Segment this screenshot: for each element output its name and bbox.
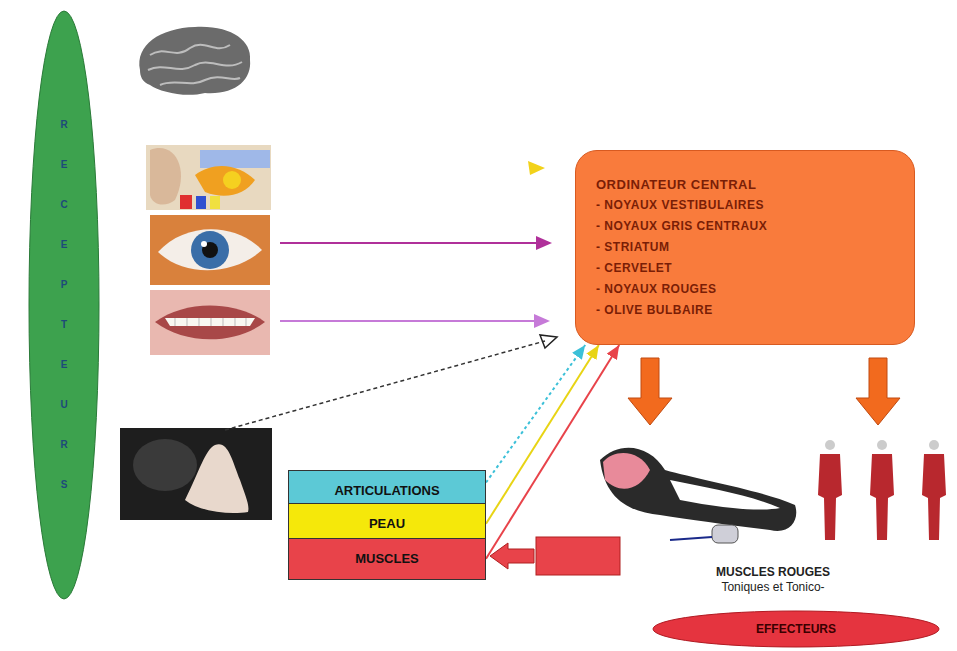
list-item: - OLIVE BULBAIRE bbox=[596, 300, 713, 321]
eye-illustration bbox=[150, 215, 270, 285]
list-item: - NOYAUX ROUGES bbox=[596, 279, 716, 300]
receptor-box: MUSCLES bbox=[288, 538, 486, 580]
caption-label: MUSCLES ROUGES bbox=[716, 565, 830, 579]
foot-illustration bbox=[120, 428, 272, 520]
effector-ellipse-shape bbox=[653, 611, 939, 647]
receptor-band-shape bbox=[29, 11, 99, 599]
body-figures bbox=[818, 440, 946, 540]
central-computer-box: ORDINATEUR CENTRAL- NOYAUX VESTIBULAIRES… bbox=[575, 150, 915, 345]
list-item: - NOYAUX VESTIBULAIRES bbox=[596, 195, 764, 216]
receptor-band: RECEPTEURS bbox=[28, 10, 100, 600]
connector-arrow bbox=[486, 345, 585, 482]
ear-illustration bbox=[146, 145, 271, 210]
connector-arrow bbox=[486, 345, 599, 524]
muscle-illustration bbox=[600, 448, 796, 543]
box-label: PEAU bbox=[369, 516, 405, 532]
box-label: RECEPTEURS bbox=[59, 105, 69, 505]
brain-illustration bbox=[139, 27, 250, 95]
list-item: - STRIATUM bbox=[596, 237, 669, 258]
connector-arrow bbox=[486, 345, 619, 559]
box-label: EFFECTEURS bbox=[756, 622, 836, 636]
box-label: MUSCLES bbox=[355, 551, 419, 567]
box-heading: ORDINATEUR CENTRAL bbox=[596, 174, 756, 195]
caption-label: Toniques et Tonico- bbox=[721, 580, 824, 594]
list-item: - NOYAUX GRIS CENTRAUX bbox=[596, 216, 767, 237]
spindle-callout bbox=[490, 537, 620, 575]
list-item: - CERVELET bbox=[596, 258, 672, 279]
receptor-band-outline bbox=[28, 10, 100, 600]
output-arrows bbox=[628, 358, 900, 425]
teeth-illustration bbox=[150, 290, 270, 355]
box-label: ARTICULATIONS bbox=[334, 483, 439, 499]
receptor-arrows bbox=[225, 161, 557, 430]
effector-ellipse: EFFECTEURS bbox=[652, 610, 940, 648]
